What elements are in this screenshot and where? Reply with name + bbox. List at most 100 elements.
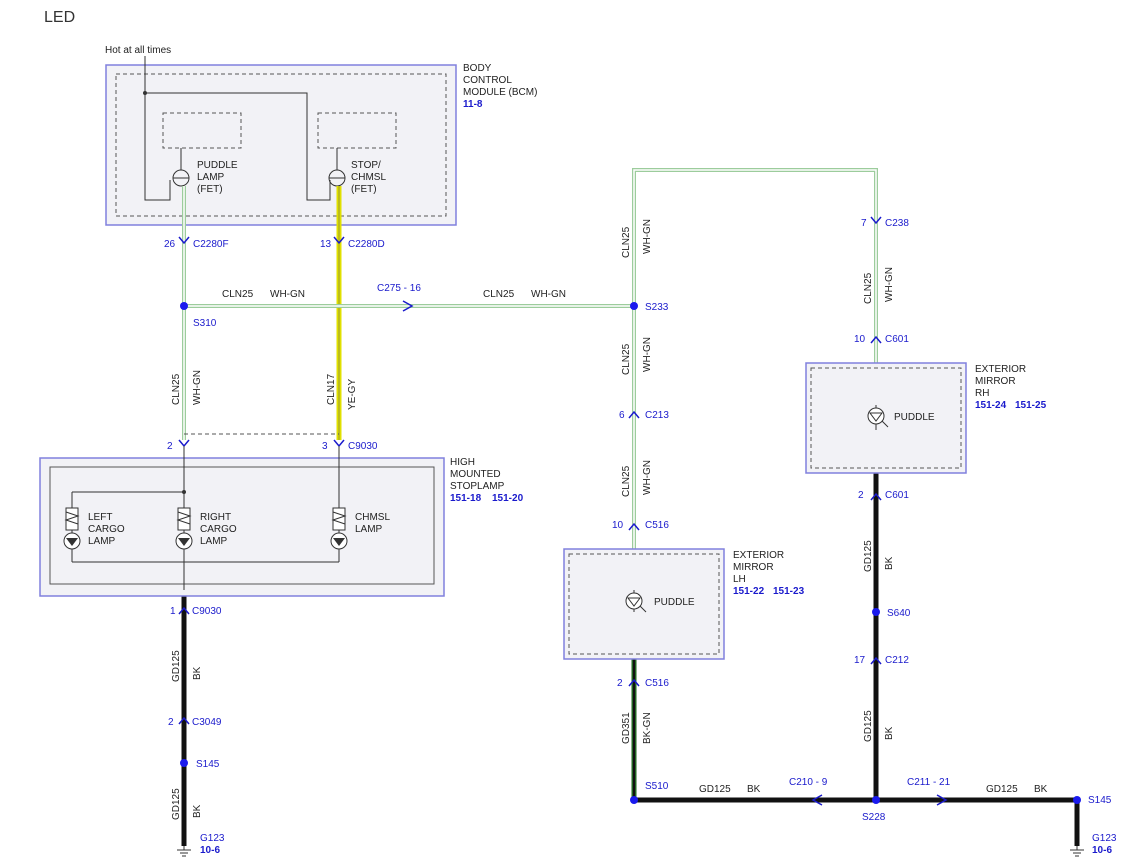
c9030-id-bottom[interactable]: C9030 bbox=[192, 606, 222, 617]
wire-label-cln25-h2: CLN25 bbox=[483, 289, 515, 300]
arrow-right-icon bbox=[402, 300, 414, 312]
stop-fet-line1: STOP/ bbox=[351, 160, 381, 171]
wire-label-cln17-v: CLN17 bbox=[326, 373, 337, 405]
wire-label-whgn-h1: WH-GN bbox=[270, 289, 305, 300]
wire-label-bk-v3: BK bbox=[884, 556, 895, 570]
c210-label[interactable]: C210 - 9 bbox=[789, 777, 828, 788]
wire-label-cln25-v5: CLN25 bbox=[863, 272, 874, 304]
chmsl-lamp-line1: CHMSL bbox=[355, 512, 390, 523]
s145-right-label[interactable]: S145 bbox=[1088, 795, 1112, 806]
s228-label[interactable]: S228 bbox=[862, 812, 886, 823]
mirror-lh-ref1[interactable]: 151-22 bbox=[733, 586, 765, 597]
arrow-left-icon bbox=[811, 794, 823, 806]
mirror-rh-ref1[interactable]: 151-24 bbox=[975, 400, 1007, 411]
hms-ref2[interactable]: 151-20 bbox=[492, 493, 524, 504]
c3049-pin: 2 bbox=[168, 717, 174, 728]
s310-label[interactable]: S310 bbox=[193, 318, 217, 329]
mirror-rh-name-line1: EXTERIOR bbox=[975, 364, 1026, 375]
mirror-rh-name-line2: MIRROR bbox=[975, 376, 1016, 387]
c2280f-id[interactable]: C2280F bbox=[193, 239, 229, 250]
c9030-pin3: 3 bbox=[322, 441, 328, 452]
c212-id[interactable]: C212 bbox=[885, 655, 909, 666]
g123-left-ref[interactable]: 10-6 bbox=[200, 845, 220, 856]
wire-label-bkgn-v: BK-GN bbox=[642, 712, 653, 744]
hms-ref1[interactable]: 151-18 bbox=[450, 493, 482, 504]
wire-label-cln25-v4: CLN25 bbox=[621, 465, 632, 497]
c516-bottom-id[interactable]: C516 bbox=[645, 678, 669, 689]
mirror-rh-ref2[interactable]: 151-25 bbox=[1015, 400, 1047, 411]
wire-label-whgn-h2: WH-GN bbox=[531, 289, 566, 300]
mirror-lh-puddle-label: PUDDLE bbox=[654, 597, 695, 608]
stop-fet-line2: CHMSL bbox=[351, 172, 386, 183]
s145-left-label[interactable]: S145 bbox=[196, 759, 220, 770]
mirror-lh-ref2[interactable]: 151-23 bbox=[773, 586, 805, 597]
c516-top-pin: 10 bbox=[612, 520, 624, 531]
wire-label-bk-v4: BK bbox=[884, 726, 895, 740]
wire-label-bk-v1: BK bbox=[192, 666, 203, 680]
led-chmsl-icon bbox=[330, 507, 348, 550]
c3049-id[interactable]: C3049 bbox=[192, 717, 222, 728]
mirror-lh-name-line3: LH bbox=[733, 574, 746, 585]
mirror-lh-module bbox=[563, 548, 725, 660]
c238-id[interactable]: C238 bbox=[885, 218, 909, 229]
c9030-pin2: 2 bbox=[167, 441, 173, 452]
c238-pin: 7 bbox=[861, 218, 867, 229]
wire-label-whgn-v4: WH-GN bbox=[642, 460, 653, 495]
hms-name-line3: STOPLAMP bbox=[450, 481, 505, 492]
puddle-lamp-lh-icon bbox=[625, 592, 647, 613]
wire-label-bk-b1: BK bbox=[747, 784, 761, 795]
c601-bottom-id[interactable]: C601 bbox=[885, 490, 909, 501]
hot-at-all-times-label: Hot at all times bbox=[105, 45, 171, 56]
c601-top-id[interactable]: C601 bbox=[885, 334, 909, 345]
c212-pin: 17 bbox=[854, 655, 866, 666]
splice-dots bbox=[180, 302, 1081, 804]
bcm-name-line3: MODULE (BCM) bbox=[463, 87, 537, 98]
bcm-name-line1: BODY bbox=[463, 63, 492, 74]
left-cargo-line1: LEFT bbox=[88, 512, 112, 523]
s233-label[interactable]: S233 bbox=[645, 302, 669, 313]
bcm-module bbox=[105, 56, 457, 226]
c213-pin: 6 bbox=[619, 410, 625, 421]
mirror-rh-puddle-label: PUDDLE bbox=[894, 412, 935, 423]
wire-label-gd125-v3: GD125 bbox=[863, 540, 874, 572]
wire-label-gd125-b1: GD125 bbox=[699, 784, 731, 795]
c2280d-id[interactable]: C2280D bbox=[348, 239, 385, 250]
c516-top-id[interactable]: C516 bbox=[645, 520, 669, 531]
hms-module bbox=[39, 446, 445, 597]
mirror-rh-name-line3: RH bbox=[975, 388, 989, 399]
hms-name-line1: HIGH bbox=[450, 457, 475, 468]
page-title: LED bbox=[44, 9, 75, 26]
c9030-pin1: 1 bbox=[170, 606, 176, 617]
s510-label[interactable]: S510 bbox=[645, 781, 669, 792]
wire-label-cln25-v3: CLN25 bbox=[621, 343, 632, 375]
wire-label-bk-v2: BK bbox=[192, 804, 203, 818]
c213-id[interactable]: C213 bbox=[645, 410, 669, 421]
stop-fet-line3: (FET) bbox=[351, 184, 377, 195]
g123-right-ref[interactable]: 10-6 bbox=[1092, 845, 1112, 856]
c601-top-pin: 10 bbox=[854, 334, 866, 345]
puddle-fet-line2: LAMP bbox=[197, 172, 225, 183]
right-cargo-line2: CARGO bbox=[200, 524, 237, 535]
wire-label-yegy-v: YE-GY bbox=[347, 379, 358, 410]
c2280f-pin: 26 bbox=[164, 239, 176, 250]
wire-label-gd351-v: GD351 bbox=[621, 712, 632, 744]
wire-label-whgn-v1: WH-GN bbox=[192, 370, 203, 405]
bcm-ref[interactable]: 11-8 bbox=[463, 99, 483, 110]
c275-label[interactable]: C275 - 16 bbox=[377, 283, 421, 294]
right-cargo-line3: LAMP bbox=[200, 536, 228, 547]
c516-bottom-pin: 2 bbox=[617, 678, 623, 689]
puddle-fet-line1: PUDDLE bbox=[197, 160, 238, 171]
c9030-id-top[interactable]: C9030 bbox=[348, 441, 378, 452]
wire-label-cln25-v2: CLN25 bbox=[621, 226, 632, 258]
g123-left-id[interactable]: G123 bbox=[200, 833, 225, 844]
wire-label-cln25-h1: CLN25 bbox=[222, 289, 254, 300]
wire-label-whgn-v2: WH-GN bbox=[642, 219, 653, 254]
mirror-rh-module bbox=[805, 362, 967, 474]
ground-left-icon bbox=[177, 846, 191, 857]
mirror-lh-name-line2: MIRROR bbox=[733, 562, 774, 573]
g123-right-id[interactable]: G123 bbox=[1092, 833, 1117, 844]
s640-label[interactable]: S640 bbox=[887, 608, 911, 619]
arrow-right-icon bbox=[936, 794, 948, 806]
c211-label[interactable]: C211 - 21 bbox=[907, 777, 951, 788]
wire-label-cln25-v1: CLN25 bbox=[171, 373, 182, 405]
